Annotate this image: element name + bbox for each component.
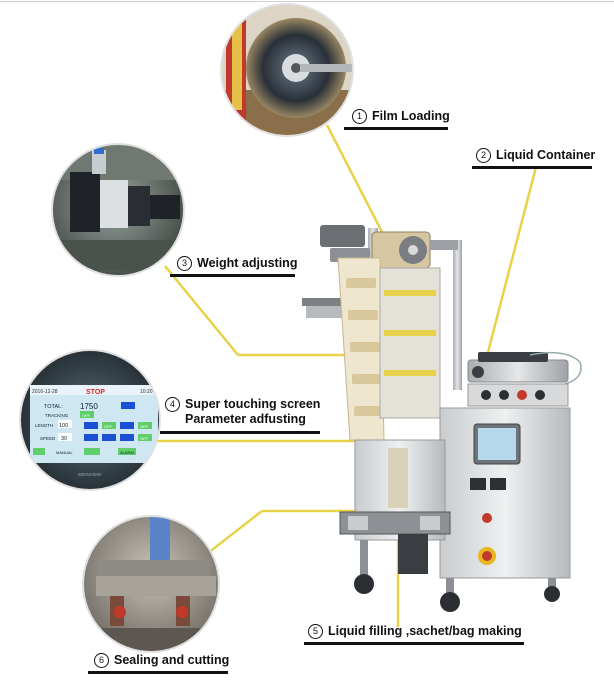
screen-brand: WEINVIEW bbox=[78, 472, 102, 477]
screen-total-value: 1750 bbox=[80, 402, 98, 411]
inset-weight-adjusting bbox=[51, 143, 185, 277]
callout-underline bbox=[304, 642, 524, 645]
callout-weight-adjusting: 3 Weight adjusting bbox=[177, 256, 297, 271]
callout-label-line-2: Parameter adfusting bbox=[185, 412, 306, 426]
callout-number: 6 bbox=[94, 653, 109, 668]
callout-number: 5 bbox=[308, 624, 323, 639]
inset-touch-screen: 2016-12-28 STOP 10:20 TOTAL: 1750 TRACKI… bbox=[19, 349, 161, 491]
packaging-machine bbox=[302, 225, 582, 612]
callout-sealing-cutting: 6 Sealing and cutting bbox=[94, 653, 229, 668]
screen-time: 10:20 bbox=[140, 389, 153, 395]
callout-touch-screen: 4 Super touching screen Parameter adfusti… bbox=[165, 397, 320, 427]
screen-off-4: OFF bbox=[140, 436, 149, 441]
screen-alarm: ALARM bbox=[120, 450, 134, 455]
callout-underline bbox=[344, 127, 448, 130]
callout-underline bbox=[160, 431, 320, 434]
screen-status: STOP bbox=[86, 389, 105, 396]
callout-label: Film Loading bbox=[372, 109, 450, 123]
callout-label: Weight adjusting bbox=[197, 256, 298, 270]
screen-speed-label: SPEED bbox=[40, 436, 56, 441]
inset-sealing-cutting bbox=[82, 515, 220, 653]
callout-label: Liquid Container bbox=[496, 148, 596, 162]
screen-off-1: OFF bbox=[82, 413, 91, 418]
callout-underline bbox=[170, 274, 295, 277]
callout-number: 3 bbox=[177, 256, 192, 271]
screen-length-label: LENGTH bbox=[35, 423, 53, 428]
callout-underline bbox=[88, 671, 228, 674]
callout-number: 4 bbox=[165, 397, 180, 412]
screen-total-label: TOTAL: bbox=[44, 404, 63, 410]
callout-label: Sealing and cutting bbox=[114, 653, 230, 667]
screen-speed-value: 30 bbox=[61, 436, 67, 442]
screen-off-3: OFF bbox=[140, 424, 149, 429]
callout-label: Super touching screen bbox=[185, 397, 321, 411]
screen-date: 2016-12-28 bbox=[32, 389, 58, 395]
top-divider bbox=[0, 1, 614, 2]
callout-label: Liquid filling ,sachet/bag making bbox=[328, 624, 522, 638]
screen-manual: MANUAL bbox=[56, 450, 73, 455]
screen-tracking-label: TRACKING bbox=[45, 413, 69, 418]
callout-film-loading: 1 Film Loading bbox=[352, 109, 450, 124]
inset-film-loading bbox=[220, 3, 354, 137]
callout-liquid-container: 2 Liquid Container bbox=[476, 148, 595, 163]
callout-underline bbox=[472, 166, 592, 169]
screen-length-value: 100 bbox=[59, 423, 68, 429]
callout-number: 1 bbox=[352, 109, 367, 124]
callout-liquid-filling: 5 Liquid filling ,sachet/bag making bbox=[308, 624, 522, 639]
callout-number: 2 bbox=[476, 148, 491, 163]
screen-off-2: OFF bbox=[104, 424, 113, 429]
